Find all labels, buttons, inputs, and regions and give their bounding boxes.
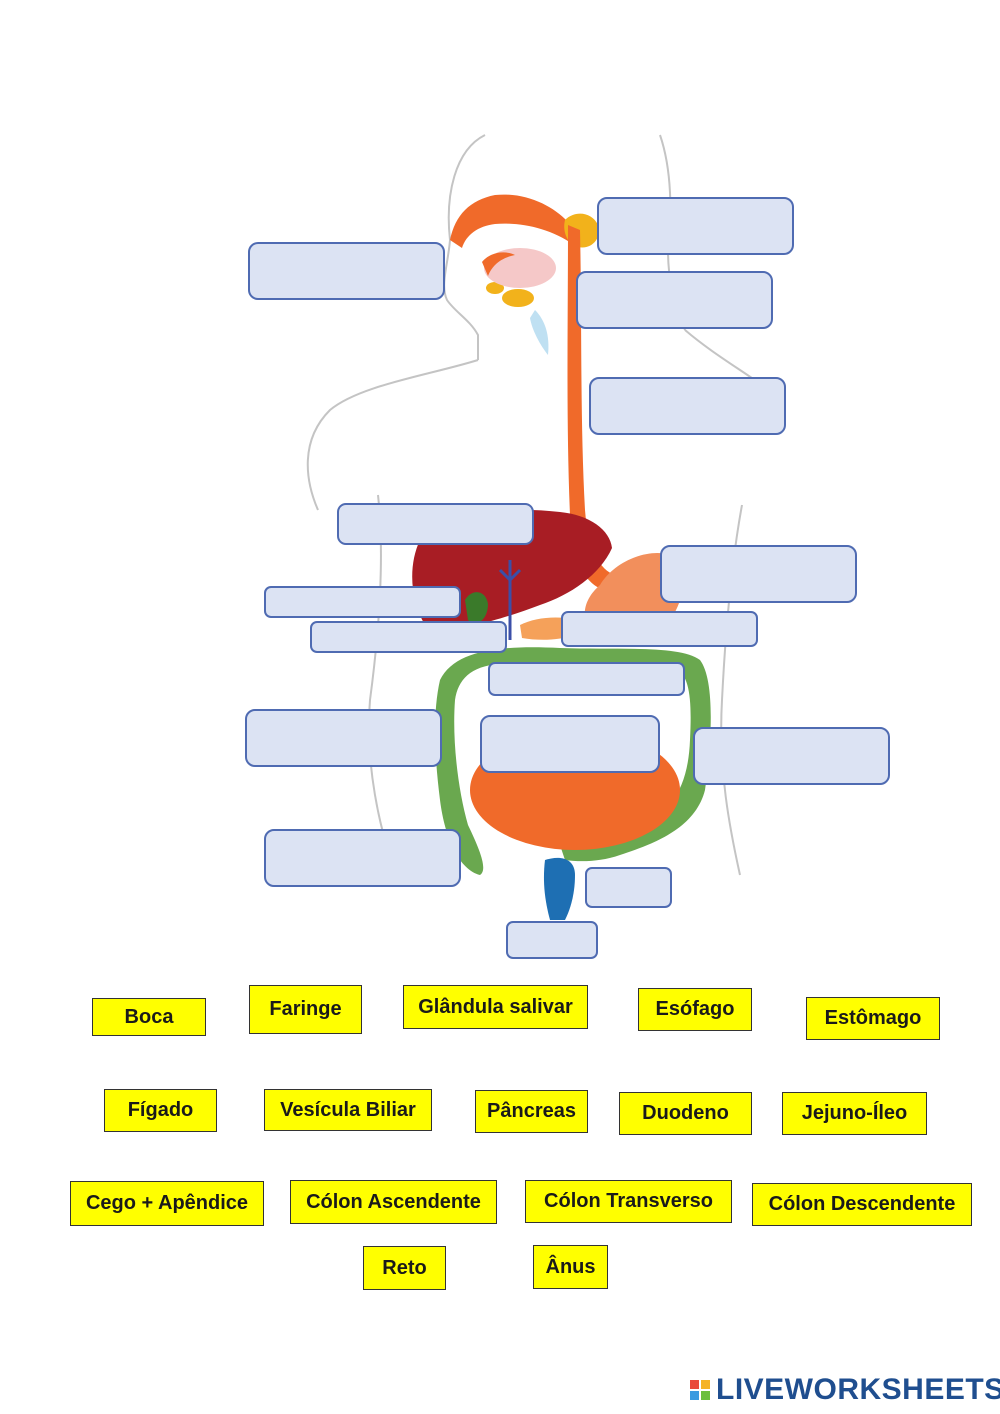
logo-square xyxy=(701,1380,710,1389)
answer-box-15[interactable] xyxy=(585,867,672,908)
answer-box-9[interactable] xyxy=(561,611,758,647)
word-chip-cego-apendice[interactable]: Cego + Apêndice xyxy=(70,1181,264,1226)
answer-box-12[interactable] xyxy=(480,715,660,773)
answer-box-6[interactable] xyxy=(660,545,857,603)
gallbladder xyxy=(465,592,488,624)
answer-box-14[interactable] xyxy=(264,829,461,887)
salivary-gland-tiny xyxy=(486,282,504,294)
word-chip-colon-transverso[interactable]: Cólon Transverso xyxy=(525,1180,732,1223)
logo-square xyxy=(690,1380,699,1389)
word-chip-reto[interactable]: Reto xyxy=(363,1246,446,1290)
word-chip-estomago[interactable]: Estômago xyxy=(806,997,940,1040)
salivary-gland-lower xyxy=(502,289,534,307)
word-chip-duodeno[interactable]: Duodeno xyxy=(619,1092,752,1135)
answer-box-10[interactable] xyxy=(488,662,685,696)
bile-duct xyxy=(498,560,522,640)
pharynx-upper xyxy=(450,194,574,248)
word-chip-boca[interactable]: Boca xyxy=(92,998,206,1036)
word-chip-vesicula-biliar[interactable]: Vesícula Biliar xyxy=(264,1089,432,1131)
answer-box-13[interactable] xyxy=(693,727,890,785)
brand-name: LIVEWORKSHEETS xyxy=(716,1373,1000,1406)
answer-box-4[interactable] xyxy=(589,377,786,435)
word-chip-esofago[interactable]: Esófago xyxy=(638,988,752,1031)
word-chip-jejuno-ileo[interactable]: Jejuno-Íleo xyxy=(782,1092,927,1135)
rectum xyxy=(543,857,575,920)
tongue xyxy=(482,252,515,276)
logo-square xyxy=(701,1391,710,1400)
answer-box-3[interactable] xyxy=(576,271,773,329)
answer-box-16[interactable] xyxy=(506,921,598,959)
word-chip-glandula-salivar[interactable]: Glândula salivar xyxy=(403,985,588,1029)
word-chip-colon-ascendente[interactable]: Cólon Ascendente xyxy=(290,1180,497,1224)
word-chip-anus[interactable]: Ânus xyxy=(533,1245,608,1289)
answer-box-11[interactable] xyxy=(245,709,442,767)
logo-square xyxy=(690,1391,699,1400)
word-chip-pancreas[interactable]: Pâncreas xyxy=(475,1090,588,1133)
answer-box-7[interactable] xyxy=(264,586,461,618)
liveworksheets-logo-icon xyxy=(690,1380,710,1400)
answer-box-5[interactable] xyxy=(337,503,534,545)
answer-box-8[interactable] xyxy=(310,621,507,653)
word-chip-figado[interactable]: Fígado xyxy=(104,1089,217,1132)
digestive-system-diagram xyxy=(245,134,890,959)
trachea xyxy=(530,310,549,355)
word-chip-faringe[interactable]: Faringe xyxy=(249,985,362,1034)
word-chip-colon-descendente[interactable]: Cólon Descendente xyxy=(752,1183,972,1226)
answer-box-1[interactable] xyxy=(248,242,445,300)
answer-box-2[interactable] xyxy=(597,197,794,255)
brand-footer: LIVEWORKSHEETS xyxy=(690,1372,1000,1408)
